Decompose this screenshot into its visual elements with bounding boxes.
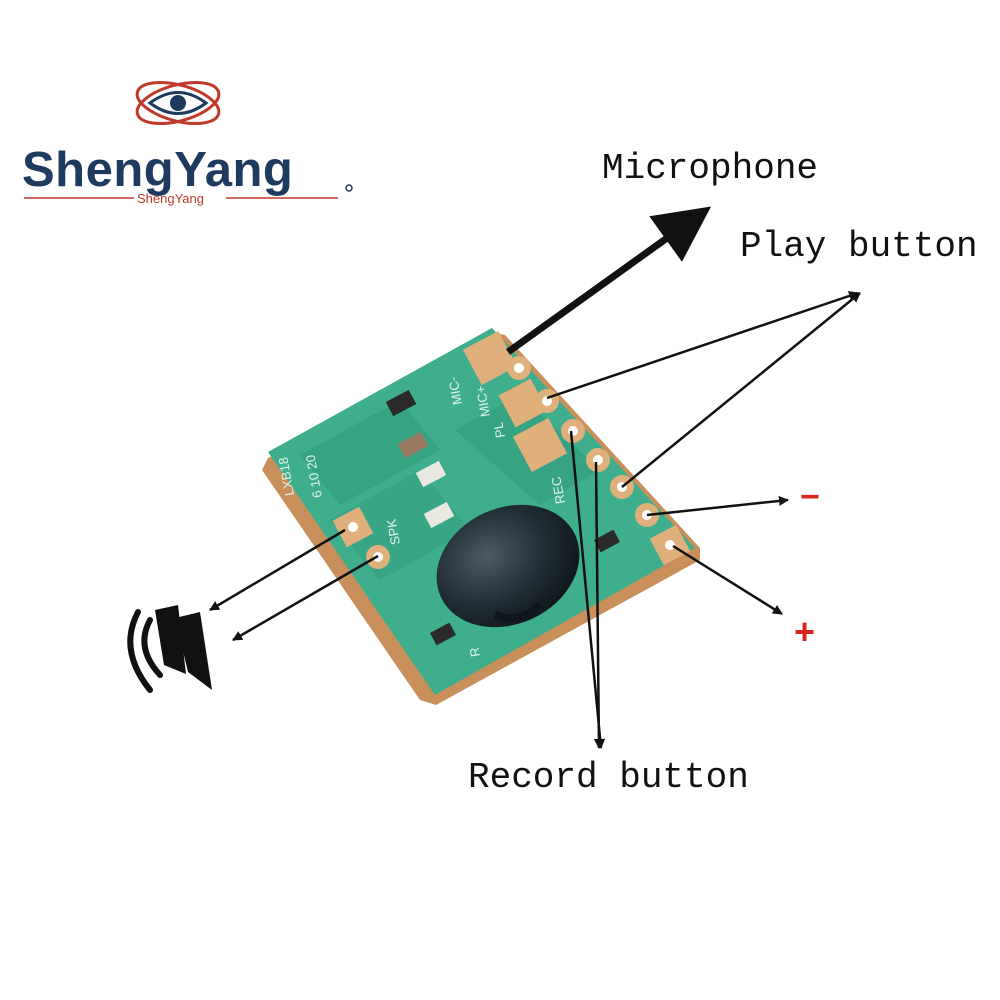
silk-r: R [467,646,483,658]
smd-components [385,389,620,646]
silk-spk: SPK [384,518,403,547]
arrow-speaker-2 [232,554,379,642]
cob-chip-blob [436,504,580,628]
silk-pl: PL [490,421,508,439]
brand-subtitle: ShengYang [137,191,204,206]
board-date: 6 10 20 [303,454,325,499]
label-play-button: Play button [740,226,978,267]
speaker-icon [127,605,212,693]
label-plus: + [794,611,815,652]
arrow-plus [672,544,783,616]
arrow-record-2 [593,461,604,749]
silk-rec: REC [548,475,568,505]
silk-mic-plus: MIC+ [473,385,493,419]
arrow-record-1 [569,430,606,749]
mic-pads [462,330,559,428]
board-model: LXB18 [275,456,297,497]
arrow-minus [646,495,789,517]
arrow-microphone [505,206,712,355]
label-minus: − [800,478,820,516]
arrow-play-1 [546,291,859,400]
silk-mic-minus: MIC- [445,376,465,406]
arrow-play-2 [621,292,861,488]
brand-logo: ShengYang ShengYang [22,80,353,206]
label-record-button: Record button [468,757,749,798]
arrow-speaker-1 [209,528,346,612]
brand-name: ShengYang [22,143,293,197]
callout-arrows [209,206,861,749]
eye-orbit-logo-icon [135,80,221,126]
label-microphone: Microphone [602,148,818,189]
voice-module-board: LXB18 6 10 20 SPK MIC- MIC+ PL REC R [262,328,700,705]
